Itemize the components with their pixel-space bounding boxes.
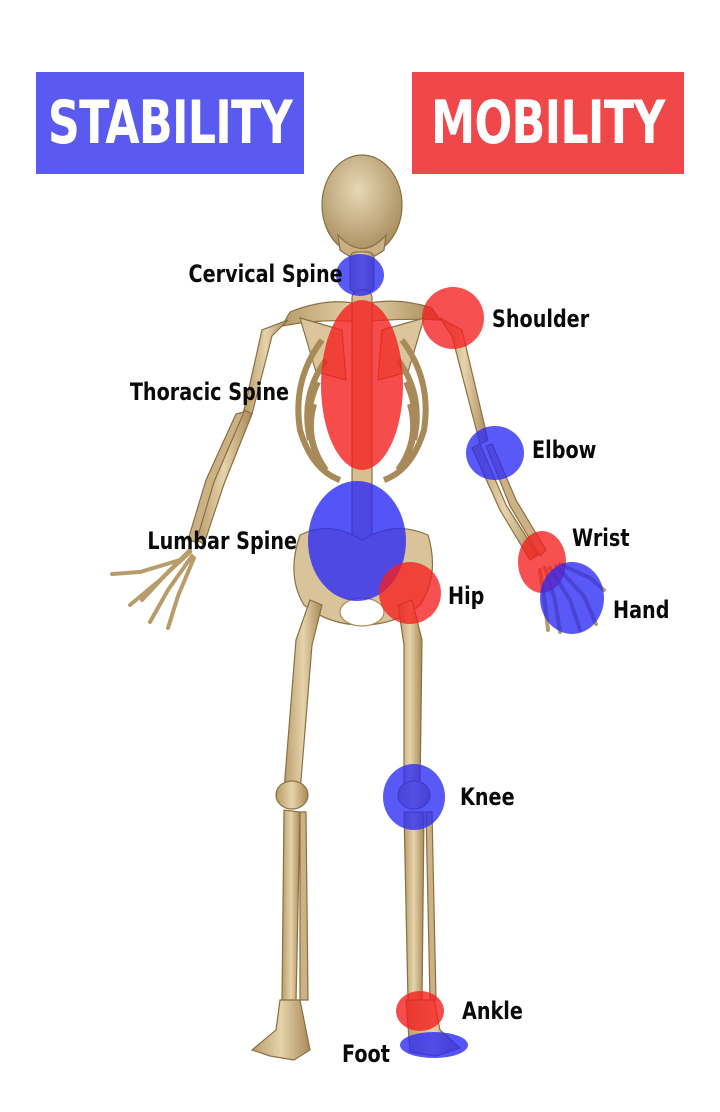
label-lumbar-spine: Lumbar Spine xyxy=(110,527,297,555)
mobility-header: MOBILITY xyxy=(412,72,684,174)
label-elbow: Elbow xyxy=(532,436,612,464)
label-hip: Hip xyxy=(448,582,494,610)
label-elbow-text: Elbow xyxy=(532,436,597,464)
foot-marker xyxy=(400,1032,468,1058)
label-cervical-spine: Cervical Spine xyxy=(150,260,343,288)
knee-marker xyxy=(383,764,445,830)
label-foot: Foot xyxy=(300,1040,390,1068)
label-hand-text: Hand xyxy=(613,596,670,624)
label-knee-text: Knee xyxy=(460,783,515,811)
stability-header-text: STABILITY xyxy=(47,88,293,158)
label-wrist-text: Wrist xyxy=(572,524,630,552)
label-ankle-text: Ankle xyxy=(462,997,523,1025)
shoulder-marker xyxy=(422,287,484,349)
label-lumbar-spine-text: Lumbar Spine xyxy=(147,527,298,555)
label-thoracic-spine-text: Thoracic Spine xyxy=(129,378,290,406)
label-cervical-spine-text: Cervical Spine xyxy=(188,260,343,288)
hand-marker xyxy=(540,562,604,634)
mobility-header-text: MOBILITY xyxy=(431,88,665,158)
label-thoracic-spine: Thoracic Spine xyxy=(90,378,289,406)
label-shoulder-text: Shoulder xyxy=(492,305,590,333)
label-ankle: Ankle xyxy=(462,997,538,1025)
stability-header: STABILITY xyxy=(36,72,304,174)
ankle-marker xyxy=(396,991,444,1031)
lumbar-spine-marker xyxy=(308,481,406,601)
cervical-spine-marker xyxy=(336,254,384,296)
elbow-marker xyxy=(466,426,524,480)
joint-markers xyxy=(308,254,604,1058)
label-hip-text: Hip xyxy=(448,582,485,610)
label-shoulder: Shoulder xyxy=(492,305,613,333)
thoracic-spine-marker xyxy=(321,300,403,470)
hip-marker xyxy=(379,562,441,624)
label-foot-text: Foot xyxy=(342,1040,390,1068)
label-hand: Hand xyxy=(613,596,684,624)
label-knee: Knee xyxy=(460,783,528,811)
label-wrist: Wrist xyxy=(572,524,644,552)
